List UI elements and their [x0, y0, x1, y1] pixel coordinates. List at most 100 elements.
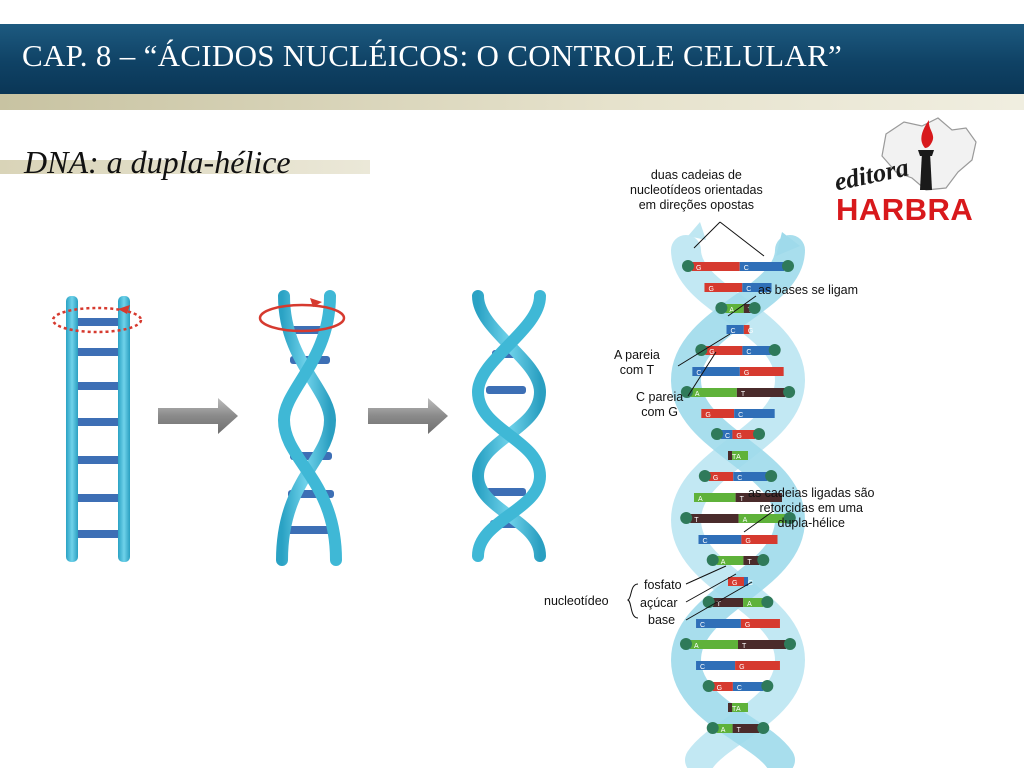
base-letter: C	[702, 538, 707, 545]
base-letter: C	[748, 580, 753, 587]
base-letter: A	[721, 559, 726, 566]
harbra-logo	[881, 117, 977, 191]
base-block	[743, 577, 748, 586]
label-twisted: as cadeias ligadas são retorcidas em uma…	[748, 486, 874, 531]
slide-header: CAP. 8 – “ÁCIDOS NUCLÉICOS: O CONTROLE C…	[0, 0, 1024, 110]
base-block	[725, 304, 744, 313]
slide-title: CAP. 8 – “ÁCIDOS NUCLÉICOS: O CONTROLE C…	[22, 38, 843, 73]
label-bases-link: as bases se ligam	[758, 283, 859, 297]
base-letter: G	[732, 580, 737, 587]
sugar-phosphate-node	[682, 260, 695, 272]
base-block	[743, 325, 750, 334]
base-letter: A	[736, 454, 741, 461]
base-block	[708, 472, 734, 481]
base-block	[716, 724, 733, 733]
base-letter: T	[747, 559, 752, 566]
sugar-phosphate-node	[783, 386, 796, 398]
arrow-right-1	[158, 398, 238, 434]
label-phosphate: fosfato	[644, 578, 682, 592]
base-letter: T	[737, 727, 742, 734]
label-base: base	[648, 613, 676, 627]
base-block	[735, 493, 783, 502]
base-letter: T	[732, 706, 737, 713]
base-block	[742, 346, 771, 355]
base-block	[712, 598, 744, 607]
label-twisted-line-2: retorcidas em uma	[759, 501, 863, 515]
base-letter: G	[736, 433, 741, 440]
label-nucleotide: nucleotídeo	[544, 594, 609, 608]
base-block	[726, 325, 744, 334]
base-block	[716, 556, 744, 565]
sugar-phosphate-node	[706, 554, 719, 566]
label-two-chains-line-1: duas cadeias de	[650, 168, 742, 182]
base-block	[740, 619, 780, 628]
base-letter: G	[748, 328, 753, 335]
sugar-phosphate-node	[781, 260, 794, 272]
label-a-pairs-line-2: com T	[619, 363, 655, 377]
base-block	[742, 283, 772, 292]
base-letter: T	[732, 454, 737, 461]
base-letter: G	[739, 664, 744, 671]
base-block	[690, 388, 737, 397]
base-letter: A	[698, 496, 703, 503]
label-two-chains: duas cadeias de nucleotídeos orientadas …	[630, 168, 763, 213]
sugar-phosphate-node	[710, 428, 723, 440]
base-block	[696, 661, 736, 670]
arrow-right-2	[368, 398, 448, 434]
double-helix-small	[471, 290, 547, 562]
base-block	[728, 451, 733, 460]
base-block	[732, 703, 748, 712]
base-letter: G	[744, 370, 749, 377]
base-letter: G	[745, 622, 750, 629]
base-block	[743, 556, 760, 565]
label-c-pairs-line-1: C pareia	[636, 390, 684, 404]
sugar-phosphate-node	[784, 638, 796, 650]
annotated-double-helix: GCGCATCGGCCGATGCCGTAGCATTACGATGCTACGATCG…	[670, 222, 806, 768]
base-letter: C	[744, 265, 749, 272]
sugar-phosphate-node	[783, 512, 796, 524]
base-letter: G	[745, 538, 750, 545]
base-block	[712, 682, 733, 691]
base-letter: G	[709, 349, 714, 356]
base-block	[690, 640, 738, 649]
sugar-phosphate-node	[680, 512, 693, 524]
label-c-pairs: C pareia com G	[636, 390, 683, 420]
header-bar	[0, 24, 1024, 94]
base-letter: T	[740, 496, 745, 503]
base-block	[743, 304, 751, 313]
base-letter: A	[695, 391, 700, 398]
sugar-phosphate-node	[753, 428, 766, 440]
sugar-phosphate-node	[768, 344, 781, 356]
base-block	[738, 640, 786, 649]
slide-subtitle: DNA: a dupla-hélice	[24, 144, 291, 180]
sugar-phosphate-node	[757, 554, 770, 566]
leader-lines	[626, 221, 773, 621]
base-letter: T	[717, 601, 722, 608]
base-letter: C	[746, 286, 751, 293]
base-letter: G	[696, 265, 701, 272]
base-block	[692, 367, 740, 376]
base-letter: C	[738, 412, 743, 419]
base-letter: A	[747, 601, 752, 608]
sugar-phosphate-node	[698, 470, 711, 482]
base-block	[693, 493, 736, 502]
base-block	[698, 535, 742, 544]
label-two-chains-line-2: nucleotídeos orientadas	[630, 183, 763, 197]
label-twisted-line-3: dupla-hélice	[777, 516, 845, 530]
base-block	[732, 724, 760, 733]
base-letter: A	[694, 643, 699, 650]
label-a-pairs: A pareia com T	[614, 348, 660, 378]
base-letter: A	[736, 706, 741, 713]
sugar-phosphate-node	[680, 638, 692, 650]
base-letter: T	[742, 643, 747, 650]
base-letter: C	[737, 685, 742, 692]
base-letter: C	[746, 349, 751, 356]
base-letter: C	[725, 433, 730, 440]
base-block	[728, 577, 744, 586]
base-block	[739, 262, 784, 271]
sugar-phosphate-node	[757, 722, 770, 734]
sugar-phosphate-node	[748, 302, 761, 314]
base-letter: G	[717, 685, 722, 692]
sugar-phosphate-node	[706, 722, 719, 734]
